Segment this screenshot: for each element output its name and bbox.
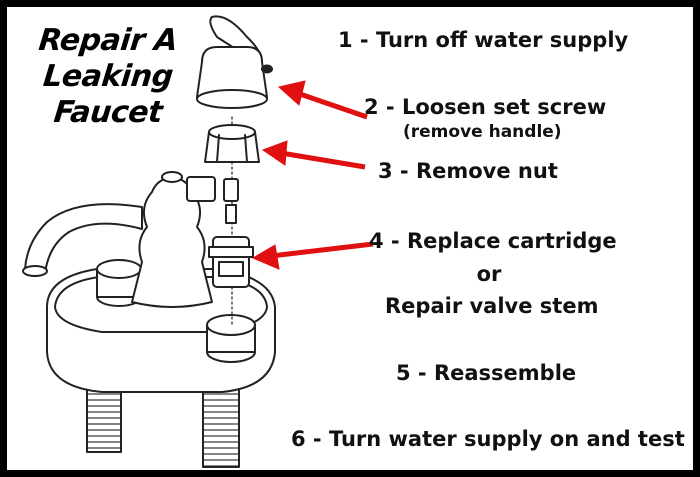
step-4-or: or [476, 262, 502, 286]
step-1: 1 - Turn off water supply [338, 28, 629, 52]
step-2-sub: (remove handle) [403, 122, 562, 142]
step-5: 5 - Reassemble [396, 361, 577, 385]
diagram-frame: Repair A Leaking Faucet [7, 7, 693, 470]
step-6: 6 - Turn water supply on and test [291, 427, 685, 451]
arrow-icon [251, 80, 374, 270]
step-3: 3 - Remove nut [378, 159, 558, 183]
set-screw [261, 64, 273, 74]
step-4: 4 - Replace cartridge [369, 229, 617, 253]
faucet-illustration [22, 15, 374, 468]
step-4-alt: Repair valve stem [385, 294, 599, 318]
step-2: 2 - Loosen set screw [364, 95, 607, 119]
